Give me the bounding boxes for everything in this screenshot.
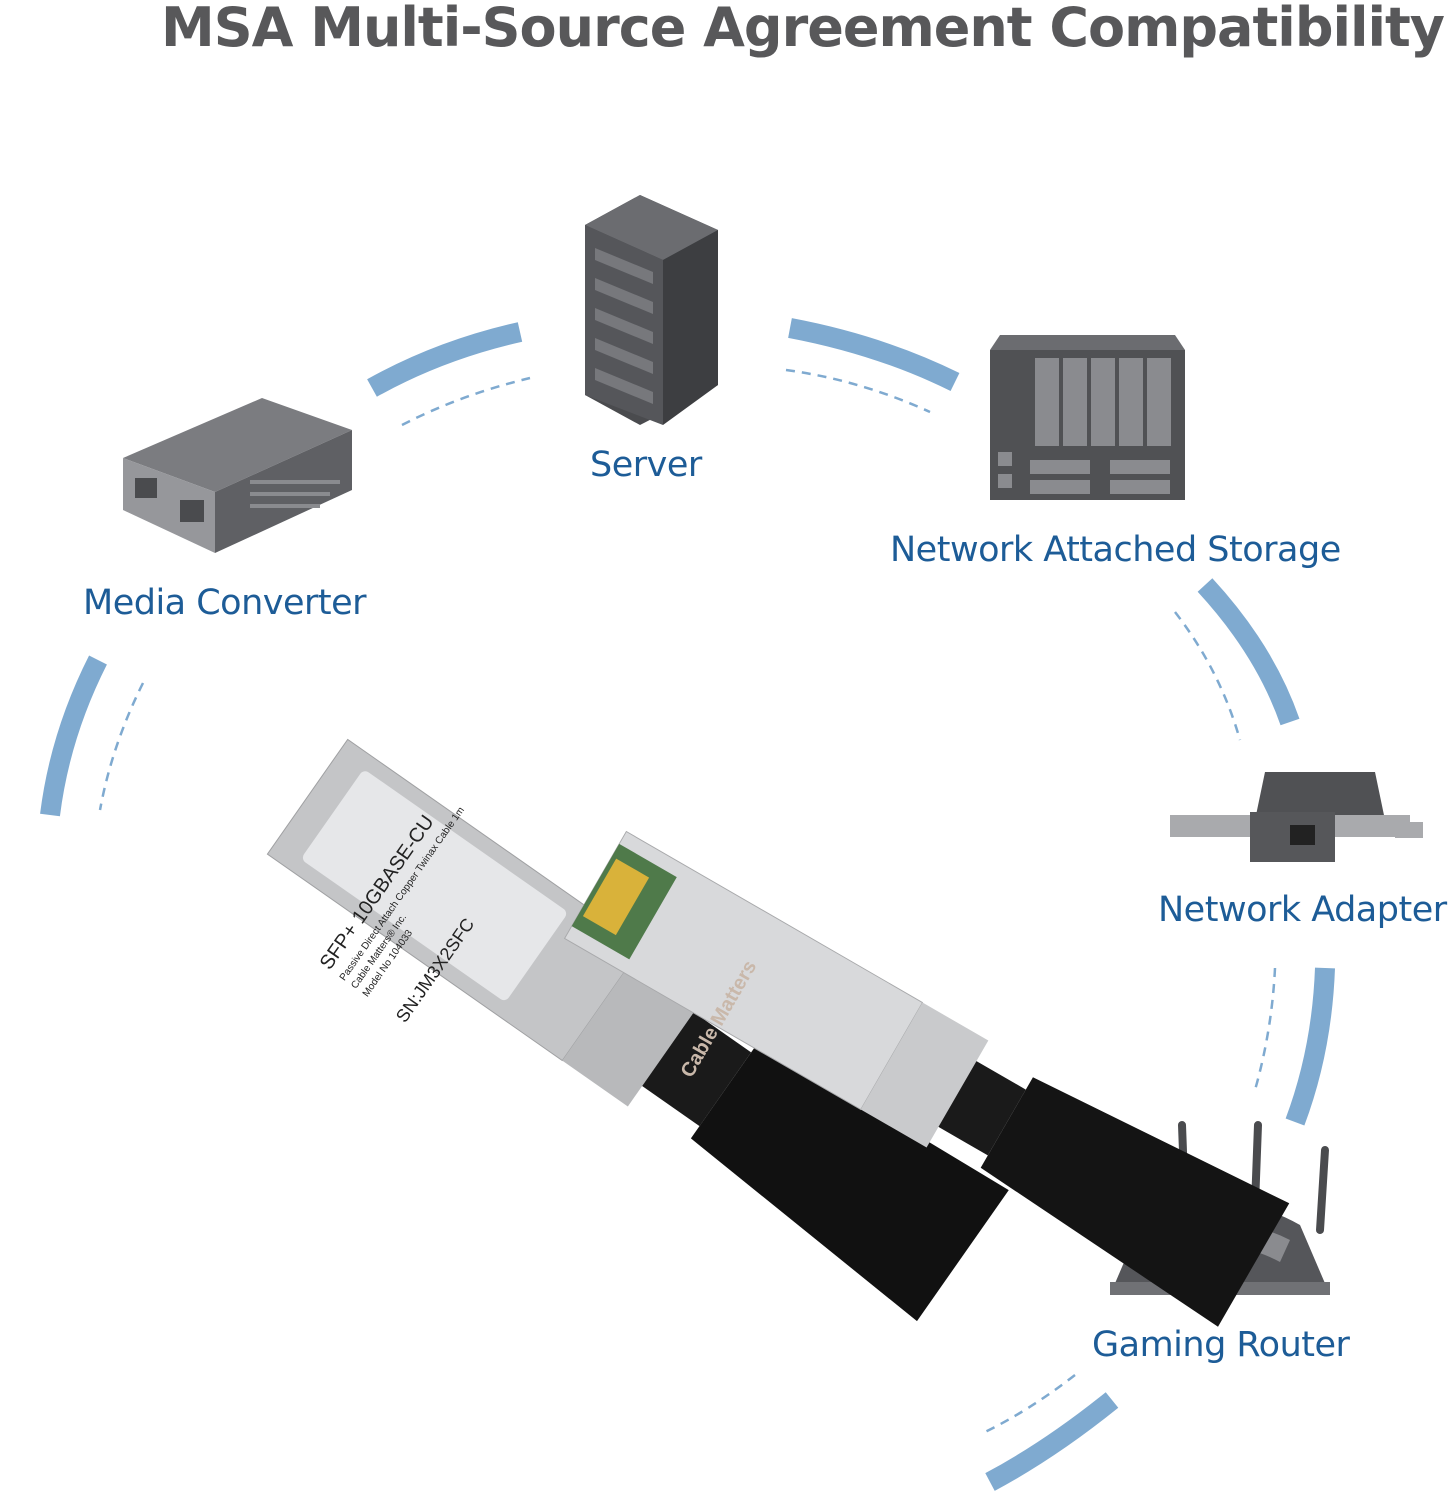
connection-arcs [40,318,1335,1491]
arc-router-out [985,1392,1119,1491]
dashed-arcs [98,368,1277,1434]
label-nas: Network Attached Storage [890,530,1341,570]
network-adapter-icon [1170,772,1423,862]
nas-icon [990,335,1185,500]
label-network-adapter: Network Adapter [1158,890,1447,930]
arc-left [40,655,107,817]
label-media-converter: Media Converter [83,583,367,623]
arc-adapter-router [1285,967,1335,1126]
sfp-module-left [266,738,1009,1322]
label-gaming-router: Gaming Router [1092,1325,1350,1365]
label-server: Server [590,445,702,485]
page-title: MSA Multi-Source Agreement Compatibility [160,0,1445,59]
arc-nas-adapter [1197,578,1300,726]
arc-media-server [367,322,523,397]
server-icon [585,195,718,425]
arc-server-nas [788,318,960,391]
sfp-module-right [563,830,1290,1327]
media-converter-icon [123,398,352,553]
